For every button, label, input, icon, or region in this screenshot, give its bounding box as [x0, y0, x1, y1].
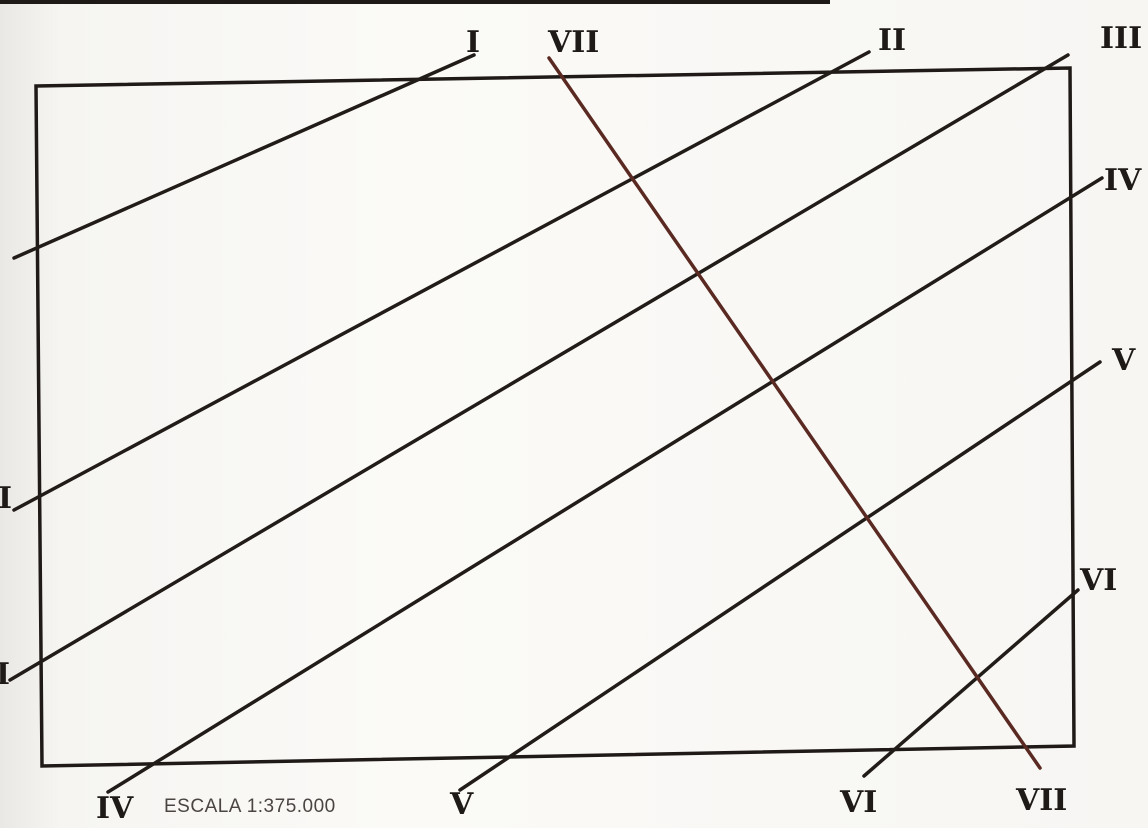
label-v-end: V: [1111, 343, 1136, 378]
label-ii-end: II: [878, 23, 906, 58]
line-i: [12, 53, 476, 260]
line-vi: [862, 588, 1080, 778]
label-v-start: V: [449, 787, 474, 822]
label-iv-end: IV: [1104, 163, 1142, 198]
label-i-end: I: [466, 25, 480, 60]
label-iii-end: III: [1100, 21, 1142, 56]
label-vii-end: VII: [1015, 783, 1067, 818]
line-iv: [106, 176, 1104, 794]
line-ii: [12, 50, 871, 512]
top-rule: [0, 0, 830, 4]
line-vii: [547, 56, 1042, 770]
map-frame: [34, 66, 1076, 768]
line-iii: [8, 53, 1070, 682]
label-vii-start: VII: [547, 25, 599, 60]
label-vi-start: VI: [839, 785, 877, 820]
label-ii-start: I: [0, 481, 12, 516]
line-v: [458, 360, 1102, 792]
label-vi-end: VI: [1079, 563, 1117, 598]
scale-caption: ESCALA 1:375.000: [164, 796, 336, 817]
label-iii-start: I: [0, 657, 10, 692]
label-iv-start: IV: [96, 791, 134, 826]
